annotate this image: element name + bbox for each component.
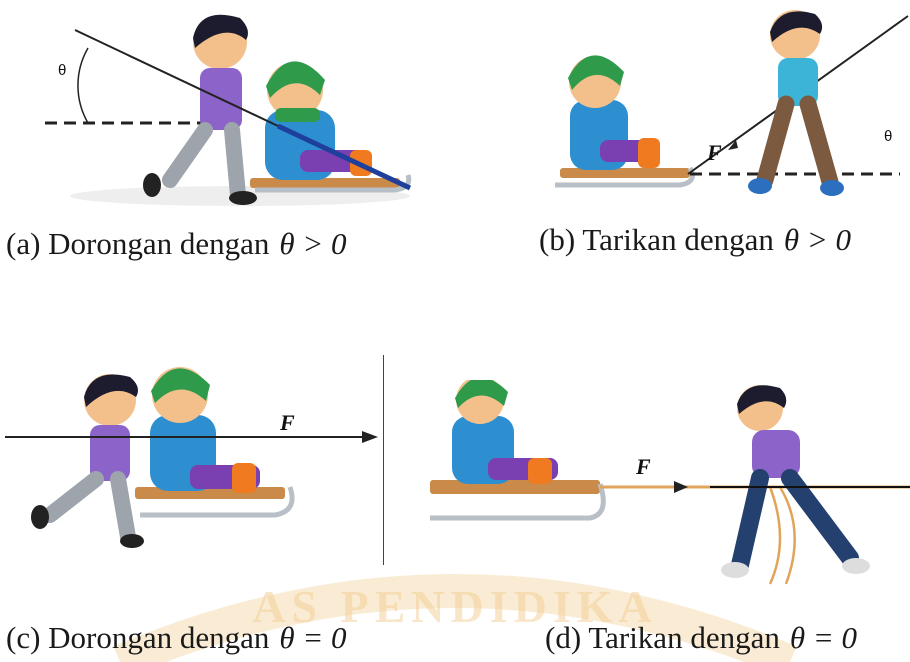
panel-a-caption-math: θ > 0: [279, 226, 347, 261]
panel-a-caption: (a) Dorongan dengan θ > 0: [6, 226, 347, 262]
panel-c-caption-math: θ = 0: [279, 620, 347, 655]
watermark-text: AS PENDIDIKA: [252, 581, 658, 632]
panel-c-caption: (c) Dorongan dengan θ = 0: [6, 620, 347, 656]
watermark: AS PENDIDIKA: [113, 574, 797, 662]
panel-d-caption: (d) Tarikan dengan θ = 0: [545, 620, 857, 656]
panel-b-caption: (b) Tarikan dengan θ > 0: [539, 222, 851, 258]
panel-d-caption-text: (d) Tarikan dengan: [545, 620, 780, 655]
panel-c-illustration: [5, 367, 378, 548]
panel-b-caption-math: θ > 0: [783, 222, 851, 257]
panel-a-theta-label: θ: [58, 62, 67, 79]
panel-a-caption-text: (a) Dorongan dengan: [6, 226, 270, 261]
panel-b-caption-text: (b) Tarikan dengan: [539, 222, 774, 257]
panel-c-caption-text: (c) Dorongan dengan: [6, 620, 270, 655]
panel-b-illustration: [555, 10, 909, 196]
panel-c-divider: [383, 355, 384, 565]
panel-d-caption-math: θ = 0: [789, 620, 857, 655]
panel-c-force-label: F: [280, 410, 295, 435]
panel-d-force-label: F: [636, 454, 651, 479]
panel-b-theta-label: θ: [884, 128, 893, 145]
panel-b-force-label: F: [707, 140, 722, 165]
panel-d-illustration: [430, 380, 910, 585]
panel-a-illustration: [45, 14, 412, 206]
